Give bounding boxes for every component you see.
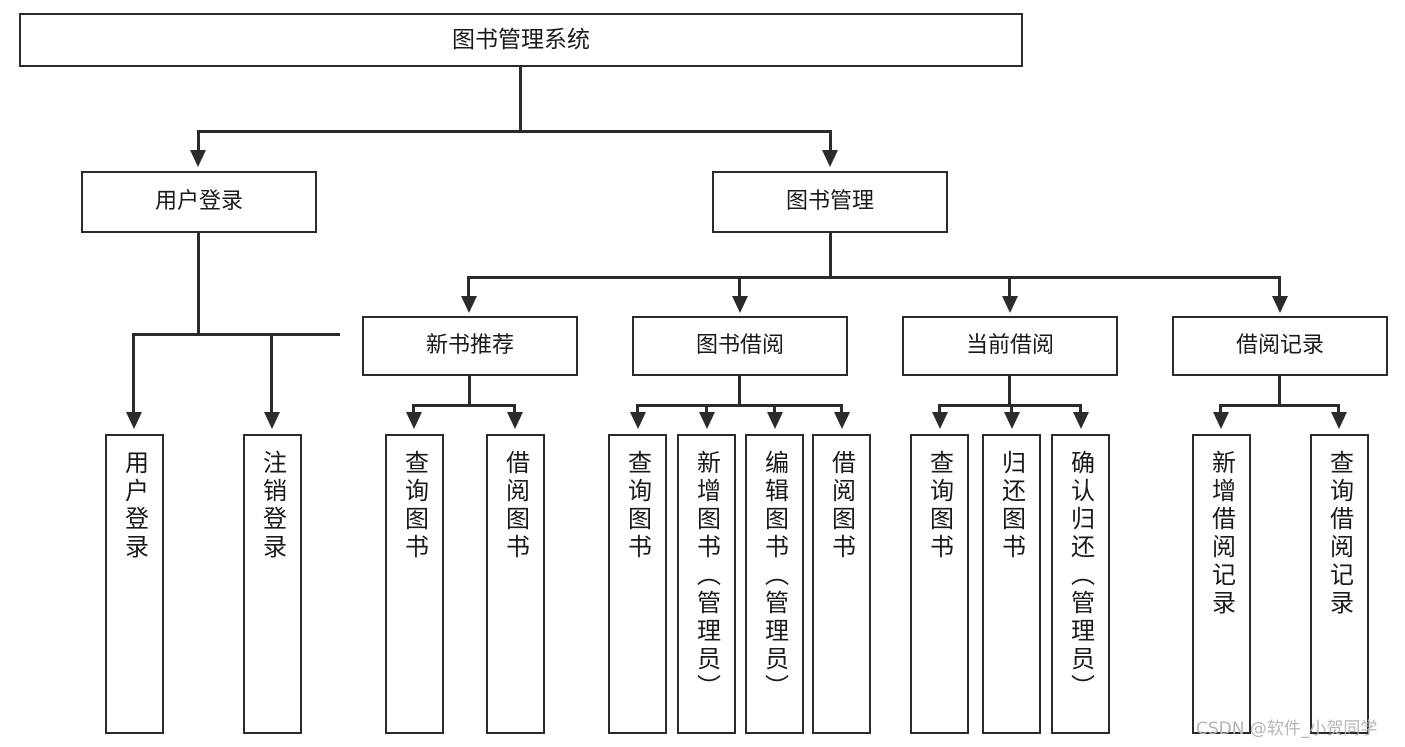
node-label: 图书借阅 xyxy=(695,333,784,359)
connector-user-login-drop-2 xyxy=(270,333,273,413)
node-book-management[interactable]: 图书管理 xyxy=(712,171,948,233)
arrow-to-borrow-record xyxy=(1272,296,1288,313)
leaf-query-book-borrow[interactable]: 查询图书 xyxy=(608,434,667,734)
connector-root-to-user-login xyxy=(197,130,200,152)
connector-bb-drop-3 xyxy=(773,404,776,414)
arrow-to-leaf-add-book-admin xyxy=(699,412,715,429)
node-label: 借阅记录 xyxy=(1235,333,1324,359)
node-label: 当前借阅 xyxy=(965,333,1054,359)
leaf-add-book-admin[interactable]: 新增图书（管理员） xyxy=(677,434,736,734)
connector-to-current-borrow xyxy=(1008,276,1011,298)
node-label: 新增借阅记录 xyxy=(1207,450,1236,618)
connector-to-book-borrow xyxy=(738,276,741,298)
leaf-borrow-book-recommend[interactable]: 借阅图书 xyxy=(486,434,545,734)
node-label: 确认归还（管理员） xyxy=(1066,450,1095,702)
node-label: 用户登录 xyxy=(154,189,243,215)
connector-nbr-drop-1 xyxy=(412,404,415,414)
node-label: 编辑图书（管理员） xyxy=(760,450,789,702)
arrow-to-book-borrow xyxy=(732,296,748,313)
leaf-edit-book-admin[interactable]: 编辑图书（管理员） xyxy=(745,434,804,734)
node-label: 查询图书 xyxy=(400,450,429,562)
node-user-login[interactable]: 用户登录 xyxy=(81,171,317,233)
arrow-to-leaf-add-borrow-record xyxy=(1213,412,1229,429)
node-new-book-recommend[interactable]: 新书推荐 xyxy=(362,316,578,376)
connector-root-bus xyxy=(197,130,831,133)
connector-root-to-book-management xyxy=(829,130,832,152)
connector-current-borrow-bus xyxy=(938,404,1081,407)
connector-new-book-recommend-stem xyxy=(468,376,471,406)
arrow-to-leaf-borrow-book xyxy=(834,412,850,429)
node-label: 图书管理系统 xyxy=(452,26,590,53)
connector-user-login-stem xyxy=(197,233,200,335)
arrow-to-leaf-confirm-return-admin xyxy=(1073,412,1089,429)
leaf-confirm-return-admin[interactable]: 确认归还（管理员） xyxy=(1051,434,1110,734)
arrow-to-current-borrow xyxy=(1002,296,1018,313)
node-label: 查询借阅记录 xyxy=(1325,450,1354,618)
arrow-to-leaf-edit-book-admin xyxy=(767,412,783,429)
arrow-to-leaf-query-book-current xyxy=(932,412,948,429)
node-label: 归还图书 xyxy=(997,450,1026,562)
connector-bb-drop-4 xyxy=(840,404,843,414)
connector-current-borrow-stem xyxy=(1008,376,1011,406)
csdn-watermark: CSDN @软件_小贺同学 xyxy=(1196,719,1378,739)
connector-br-drop-1 xyxy=(1219,404,1222,414)
connector-cb-drop-2 xyxy=(1010,404,1013,414)
arrow-to-leaf-query-book-recommend xyxy=(406,412,422,429)
connector-to-new-book-recommend xyxy=(467,276,470,298)
connector-level3-bus xyxy=(467,276,1280,279)
leaf-user-logout[interactable]: 注销登录 xyxy=(243,434,302,734)
connector-book-borrow-bus xyxy=(636,404,842,407)
node-label: 图书管理 xyxy=(785,189,874,215)
connector-cb-drop-3 xyxy=(1079,404,1082,414)
arrow-to-leaf-user-logout xyxy=(264,412,280,429)
leaf-user-login[interactable]: 用户登录 xyxy=(105,434,164,734)
node-root-book-management-system[interactable]: 图书管理系统 xyxy=(19,13,1023,67)
node-label: 借阅图书 xyxy=(501,450,530,562)
node-book-borrow[interactable]: 图书借阅 xyxy=(632,316,848,376)
connector-bb-drop-2 xyxy=(705,404,708,414)
leaf-return-book[interactable]: 归还图书 xyxy=(982,434,1041,734)
connector-nbr-drop-2 xyxy=(513,404,516,414)
arrow-to-leaf-query-book-borrow xyxy=(630,412,646,429)
leaf-query-book-recommend[interactable]: 查询图书 xyxy=(385,434,444,734)
node-label: 借阅图书 xyxy=(827,450,856,562)
arrow-to-leaf-user-login xyxy=(126,412,142,429)
node-label: 新书推荐 xyxy=(425,333,514,359)
connector-borrow-record-stem xyxy=(1278,376,1281,406)
arrow-to-new-book-recommend xyxy=(461,296,477,313)
connector-book-borrow-stem xyxy=(738,376,741,406)
node-label: 查询图书 xyxy=(925,450,954,562)
connector-book-management-stem xyxy=(829,233,832,278)
connector-user-login-drop-1 xyxy=(132,333,135,413)
arrow-to-leaf-return-book xyxy=(1004,412,1020,429)
node-label: 注销登录 xyxy=(258,450,287,562)
connector-new-book-recommend-bus xyxy=(412,404,515,407)
leaf-add-borrow-record[interactable]: 新增借阅记录 xyxy=(1192,434,1251,734)
leaf-query-book-current[interactable]: 查询图书 xyxy=(910,434,969,734)
node-label: 查询图书 xyxy=(623,450,652,562)
node-label: 新增图书（管理员） xyxy=(692,450,721,702)
connector-user-login-bus xyxy=(132,333,340,336)
connector-root-stem xyxy=(519,67,522,132)
arrow-to-leaf-borrow-book-recommend xyxy=(507,412,523,429)
arrow-to-user-login xyxy=(190,150,206,167)
connector-bb-drop-1 xyxy=(636,404,639,414)
node-borrow-record[interactable]: 借阅记录 xyxy=(1172,316,1388,376)
connector-to-borrow-record xyxy=(1278,276,1281,298)
connector-cb-drop-1 xyxy=(938,404,941,414)
arrow-to-leaf-query-borrow-record xyxy=(1331,412,1347,429)
leaf-query-borrow-record[interactable]: 查询借阅记录 xyxy=(1310,434,1369,734)
node-label: 用户登录 xyxy=(120,450,149,562)
arrow-to-book-management xyxy=(822,150,838,167)
node-current-borrow[interactable]: 当前借阅 xyxy=(902,316,1118,376)
connector-br-drop-2 xyxy=(1337,404,1340,414)
connector-borrow-record-bus xyxy=(1219,404,1338,407)
leaf-borrow-book[interactable]: 借阅图书 xyxy=(812,434,871,734)
